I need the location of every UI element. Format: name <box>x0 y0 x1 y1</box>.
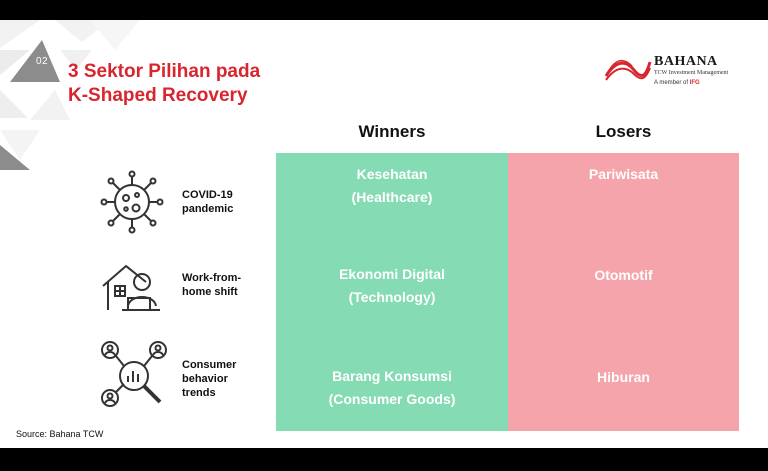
winner-sector-1: Kesehatan (Healthcare) <box>276 163 508 209</box>
logo-subtitle: TCW Investment Management <box>654 70 729 76</box>
virus-icon <box>100 170 164 234</box>
driver-consumer: Consumer behavior trends <box>100 340 270 407</box>
driver-label-wfh: Work-from- home shift <box>182 271 241 299</box>
decorative-triangles <box>0 20 140 170</box>
driver-1-line-1: COVID-19 <box>182 189 233 201</box>
winner-sector-3: Barang Konsumsi (Consumer Goods) <box>276 365 508 411</box>
slide-title: 3 Sektor Pilihan pada K-Shaped Recovery <box>68 60 260 108</box>
logo-member-line: A member of IFG <box>654 80 700 86</box>
home-work-icon <box>102 264 160 311</box>
member-prefix: A member of <box>654 80 689 86</box>
driver-3-line-1: Consumer <box>182 359 237 371</box>
title-line-1: 3 Sektor Pilihan pada <box>68 61 261 82</box>
winner-2-name: Ekonomi Digital <box>339 266 445 282</box>
slide-number: 02 <box>36 56 49 67</box>
losers-box: Pariwisata Otomotif Hiburan <box>508 153 739 431</box>
winner-1-name: Kesehatan <box>356 166 428 182</box>
consumer-analytics-icon <box>101 341 167 407</box>
winner-3-name: Barang Konsumsi <box>332 368 452 384</box>
driver-covid: COVID-19 pandemic <box>100 170 270 234</box>
driver-label-consumer: Consumer behavior trends <box>182 358 236 400</box>
driver-2-line-2: home shift <box>182 286 238 298</box>
driver-2-line-1: Work-from- <box>182 272 242 284</box>
presentation-slide: 02 3 Sektor Pilihan pada K-Shaped Recove… <box>0 20 768 448</box>
driver-3-line-3: trends <box>182 387 216 399</box>
bahana-logo: BAHANA TCW Investment Management A membe… <box>604 54 734 94</box>
winner-3-english: (Consumer Goods) <box>328 391 456 407</box>
title-line-2: K-Shaped Recovery <box>68 85 248 106</box>
driver-wfh: Work-from- home shift <box>100 260 270 320</box>
member-brand: IFG <box>689 80 700 86</box>
losers-heading: Losers <box>595 122 652 141</box>
driver-1-line-2: pandemic <box>182 203 234 215</box>
loser-sector-1: Pariwisata <box>588 166 659 182</box>
logo-name: BAHANA <box>654 54 718 69</box>
winners-heading: Winners <box>358 122 426 141</box>
winner-sector-2: Ekonomi Digital (Technology) <box>276 263 508 309</box>
loser-sector-2: Otomotif <box>594 267 653 283</box>
driver-label-covid: COVID-19 pandemic <box>182 188 233 216</box>
winner-2-english: (Technology) <box>348 289 436 305</box>
bahana-wave-icon <box>604 59 652 81</box>
loser-sector-3: Hiburan <box>597 369 650 385</box>
winner-1-english: (Healthcare) <box>351 189 433 205</box>
source-note: Source: Bahana TCW <box>16 429 104 439</box>
winners-box: Kesehatan (Healthcare) Ekonomi Digital (… <box>276 153 508 431</box>
driver-3-line-2: behavior <box>182 373 228 385</box>
